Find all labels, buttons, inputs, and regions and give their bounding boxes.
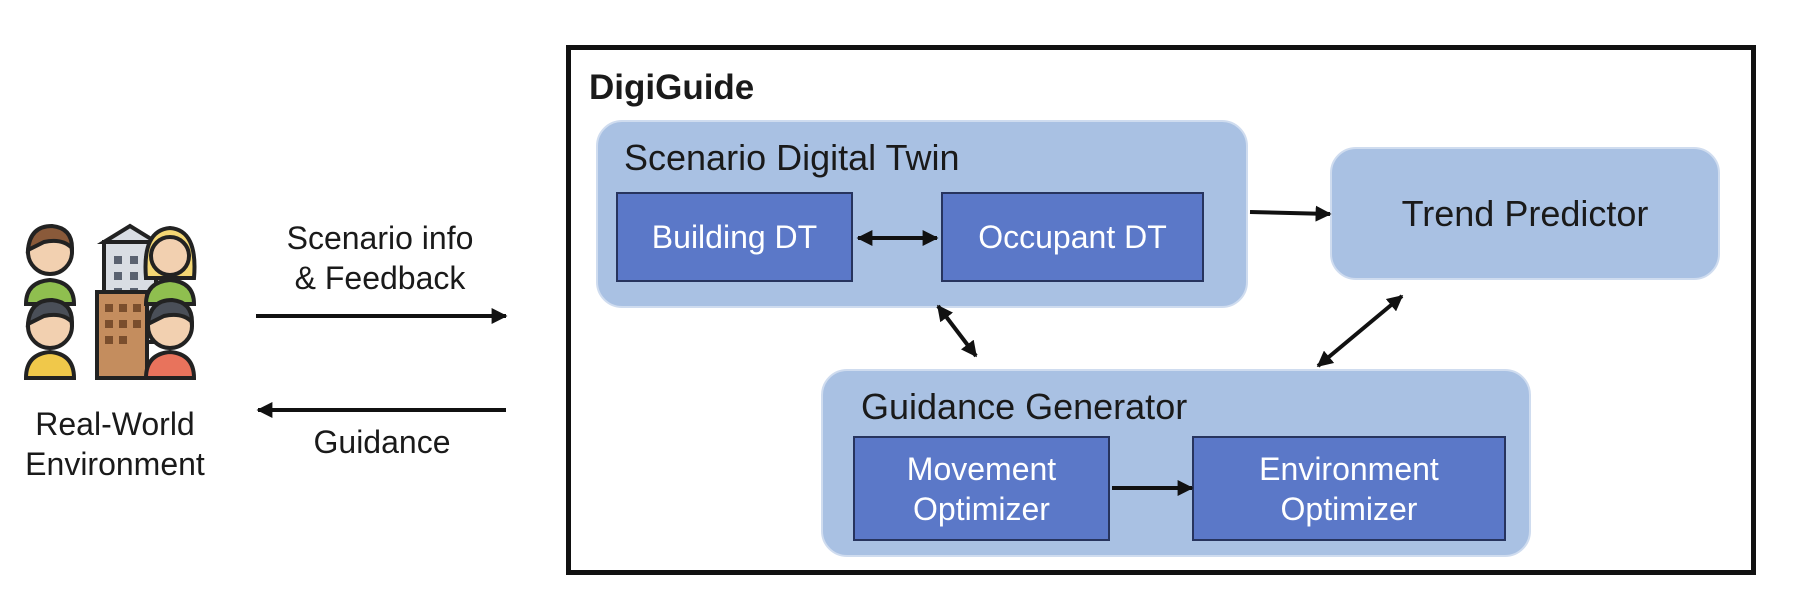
people-and-buildings-icon — [23, 223, 197, 380]
environment-label: Real-World Environment — [25, 406, 205, 482]
scenario-digital-twin-title: Scenario Digital Twin — [624, 137, 960, 178]
arrow-twin-generator — [936, 304, 978, 358]
arrow-twin-predictor — [1249, 205, 1332, 222]
environment-optimizer-label: Environment Optimizer — [1259, 450, 1439, 527]
trend-predictor-title: Trend Predictor — [1401, 192, 1649, 234]
arrow-predictor-generator — [1316, 294, 1404, 368]
scenario-feedback-label: Scenario info & Feedback — [286, 220, 474, 296]
trend-predictor-module: Trend Predictor — [1330, 147, 1720, 280]
occupant-dt-box: Occupant DT — [941, 192, 1204, 282]
movement-optimizer-box: Movement Optimizer — [853, 436, 1110, 541]
digiguide-frame — [566, 45, 1756, 575]
movement-optimizer-label: Movement Optimizer — [906, 450, 1057, 527]
guidance-label: Guidance — [313, 424, 451, 460]
guidance-generator-title: Guidance Generator — [861, 386, 1188, 427]
system-title: DigiGuide — [589, 68, 755, 107]
environment-optimizer-box: Environment Optimizer — [1192, 436, 1506, 541]
building-dt-box: Building DT — [616, 192, 853, 282]
building-dt-label: Building DT — [651, 219, 818, 255]
occupant-dt-label: Occupant DT — [978, 219, 1167, 255]
